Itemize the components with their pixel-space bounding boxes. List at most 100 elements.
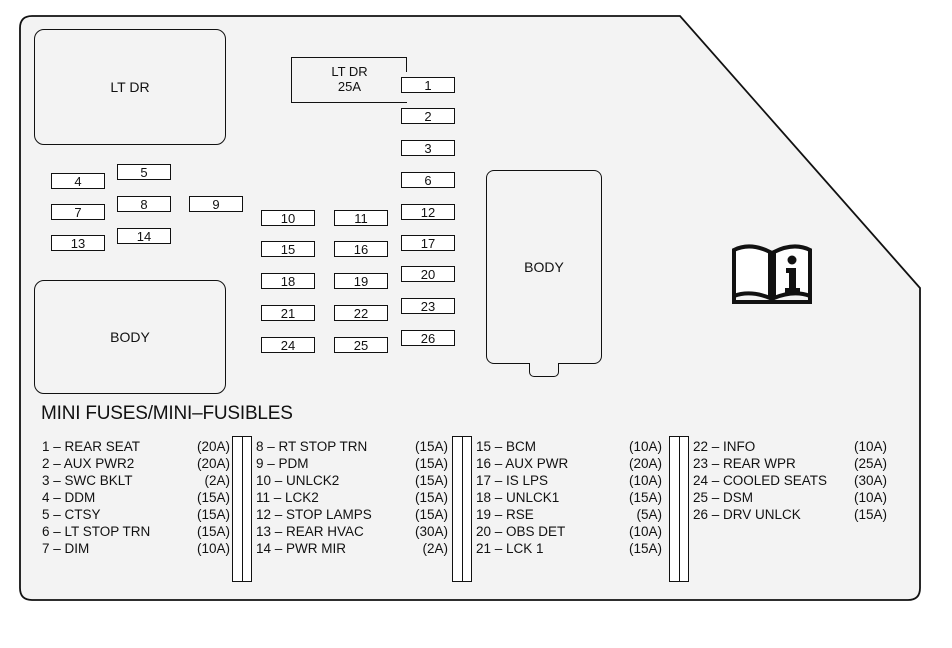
relay-body-left: BODY <box>34 280 226 394</box>
legend-label: 2 – AUX PWR2 <box>42 456 135 471</box>
fuse-lt-dr-25a: LT DR 25A <box>291 57 407 103</box>
owner-manual-info-icon <box>732 244 812 304</box>
fuse-3: 3 <box>401 140 455 156</box>
legend-row: 24 – COOLED SEATS(30A) <box>693 472 887 489</box>
legend-amp: (15A) <box>414 473 448 488</box>
legend-row: 8 – RT STOP TRN (15A) <box>256 438 448 455</box>
legend-row: 4 – DDM (15A) <box>42 489 230 506</box>
fuse-26: 26 <box>401 330 455 346</box>
legend-label: 13 – REAR HVAC <box>256 524 364 539</box>
legend-amp: (15A) <box>414 456 448 471</box>
legend-amp: (10A) <box>628 439 662 454</box>
legend-amp: (15A) <box>196 524 230 539</box>
legend-label: 1 – REAR SEAT <box>42 439 141 454</box>
legend-row: 7 – DIM (10A) <box>42 540 230 557</box>
legend-label: 25 – DSM <box>693 490 754 505</box>
fuse-13: 13 <box>51 235 105 251</box>
legend-amp: (10A) <box>853 490 887 505</box>
legend-label: 19 – RSE <box>476 507 534 522</box>
legend-label: 22 – INFO <box>693 439 756 454</box>
fuse-22: 22 <box>334 305 388 321</box>
legend-row: 10 – UNLCK2 (15A) <box>256 472 448 489</box>
legend-label: 9 – PDM <box>256 456 309 471</box>
fuse-lt-dr-25a-line2: 25A <box>337 79 362 94</box>
fuse-19: 19 <box>334 273 388 289</box>
legend-label: 21 – LCK 1 <box>476 541 544 556</box>
legend-amp: (30A) <box>414 524 448 539</box>
legend-amp: (10A) <box>628 473 662 488</box>
legend-row: 18 – UNLCK1 (15A) <box>476 489 662 506</box>
legend-row: 14 – PWR MIR (2A) <box>256 540 448 557</box>
fuse-15: 15 <box>261 241 315 257</box>
legend-label: 7 – DIM <box>42 541 90 556</box>
fuse-17: 17 <box>401 235 455 251</box>
legend-amp: (15A) <box>853 507 887 522</box>
section-title: MINI FUSES/MINI–FUSIBLES <box>41 403 293 424</box>
legend-row: 25 – DSM (10A) <box>693 489 887 506</box>
legend-row: 16 – AUX PWR (20A) <box>476 455 662 472</box>
legend-amp: (20A) <box>196 439 230 454</box>
legend-label: 11 – LCK2 <box>256 490 319 505</box>
legend-row: 20 – OBS DET (10A) <box>476 523 662 540</box>
legend-amp: (15A) <box>414 490 448 505</box>
fuse-18: 18 <box>261 273 315 289</box>
legend-label: 14 – PWR MIR <box>256 541 347 556</box>
legend-row: 1 – REAR SEAT (20A) <box>42 438 230 455</box>
fuse-21: 21 <box>261 305 315 321</box>
legend-row: 6 – LT STOP TRN(15A) <box>42 523 230 540</box>
legend-row: 5 – CTSY(15A) <box>42 506 230 523</box>
fuse-2: 2 <box>401 108 455 124</box>
legend-amp: (15A) <box>414 439 448 454</box>
legend-row: 9 – PDM (15A) <box>256 455 448 472</box>
legend-row: 12 – STOP LAMPS(15A) <box>256 506 448 523</box>
legend-amp: (20A) <box>628 456 662 471</box>
fuse-7: 7 <box>51 204 105 220</box>
legend-label: 8 – RT STOP TRN <box>256 439 368 454</box>
legend-label: 3 – SWC BKLT <box>42 473 133 488</box>
legend-row: 15 – BCM (10A) <box>476 438 662 455</box>
legend-label: 24 – COOLED SEATS <box>693 473 828 488</box>
legend-row: 19 – RSE(5A) <box>476 506 662 523</box>
fuse-4: 4 <box>51 173 105 189</box>
legend-amp: (15A) <box>628 541 662 556</box>
legend-label: 23 – REAR WPR <box>693 456 796 471</box>
legend-row: 22 – INFO(10A) <box>693 438 887 455</box>
fuse-24: 24 <box>261 337 315 353</box>
fuse-14: 14 <box>117 228 171 244</box>
fuse-9: 9 <box>189 196 243 212</box>
legend-amp: (10A) <box>196 541 230 556</box>
legend-column-3: 15 – BCM (10A) 16 – AUX PWR (20A) 17 – IS … <box>476 438 662 557</box>
fuse-20: 20 <box>401 266 455 282</box>
legend-separator <box>452 436 472 582</box>
legend-label: 15 – BCM <box>476 439 537 454</box>
legend-amp: (20A) <box>196 456 230 471</box>
fuse-8: 8 <box>117 196 171 212</box>
legend-amp: (15A) <box>628 490 662 505</box>
legend-row: 26 – DRV UNLCK(15A) <box>693 506 887 523</box>
legend-column-1: 1 – REAR SEAT (20A) 2 – AUX PWR2 (20A) 3 –… <box>42 438 230 557</box>
legend-row: 21 – LCK 1 (15A) <box>476 540 662 557</box>
legend-row: 11 – LCK2 (15A) <box>256 489 448 506</box>
fuse-lt-dr-25a-line1: LT DR <box>331 64 368 79</box>
fuse-5: 5 <box>117 164 171 180</box>
legend-column-2: 8 – RT STOP TRN (15A) 9 – PDM (15A) 10 – U… <box>256 438 448 557</box>
legend-amp: (15A) <box>196 490 230 505</box>
legend-label: 17 – IS LPS <box>476 473 549 488</box>
legend-column-4: 22 – INFO(10A) 23 – REAR WPR(25A) 24 – C… <box>693 438 887 523</box>
legend-label: 4 – DDM <box>42 490 96 505</box>
fuse-25: 25 <box>334 337 388 353</box>
legend-amp: (2A) <box>422 541 448 556</box>
relay-lt-dr: LT DR <box>34 29 226 145</box>
legend-label: 20 – OBS DET <box>476 524 566 539</box>
legend-amp: (2A) <box>204 473 230 488</box>
legend-label: 16 – AUX PWR <box>476 456 569 471</box>
legend-label: 10 – UNLCK2 <box>256 473 340 488</box>
fuse-10: 10 <box>261 210 315 226</box>
legend-amp: (25A) <box>853 456 887 471</box>
legend-row: 17 – IS LPS (10A) <box>476 472 662 489</box>
legend-row: 2 – AUX PWR2 (20A) <box>42 455 230 472</box>
fuse-11: 11 <box>334 210 388 226</box>
legend-label: 18 – UNLCK1 <box>476 490 560 505</box>
legend-amp: (10A) <box>628 524 662 539</box>
